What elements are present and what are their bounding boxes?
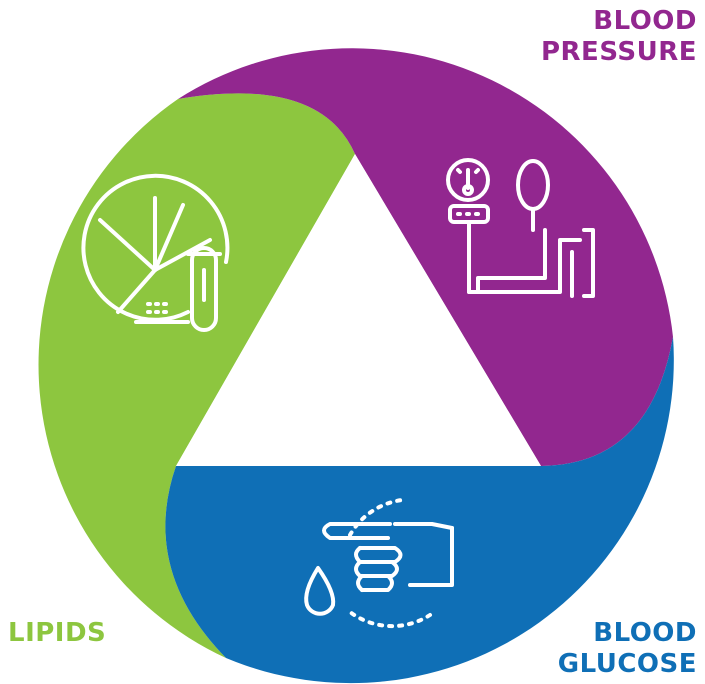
finger-prick-blood-drop-icon (304, 498, 454, 629)
center-triangle (176, 154, 541, 466)
blood-glucose-label-line-2: GLUCOSE (557, 649, 697, 679)
lipids-label: LIPIDS (8, 618, 106, 649)
lipids-label-line-1: LIPIDS (8, 618, 107, 648)
blood-glucose-segment (165, 337, 674, 684)
blood-pressure-label-line-2: PRESSURE (540, 37, 697, 67)
blood-pressure-label-line-1: BLOOD (593, 6, 697, 36)
blood-pressure-label: BLOOD PRESSURE (541, 6, 697, 68)
blood-glucose-label-line-1: BLOOD (593, 618, 697, 648)
blood-pressure-segment (178, 48, 673, 466)
pie-chart-test-tube-icon (81, 173, 230, 332)
blood-pressure-gauge-icon (446, 158, 595, 298)
blood-glucose-label: BLOOD GLUCOSE (558, 618, 697, 680)
